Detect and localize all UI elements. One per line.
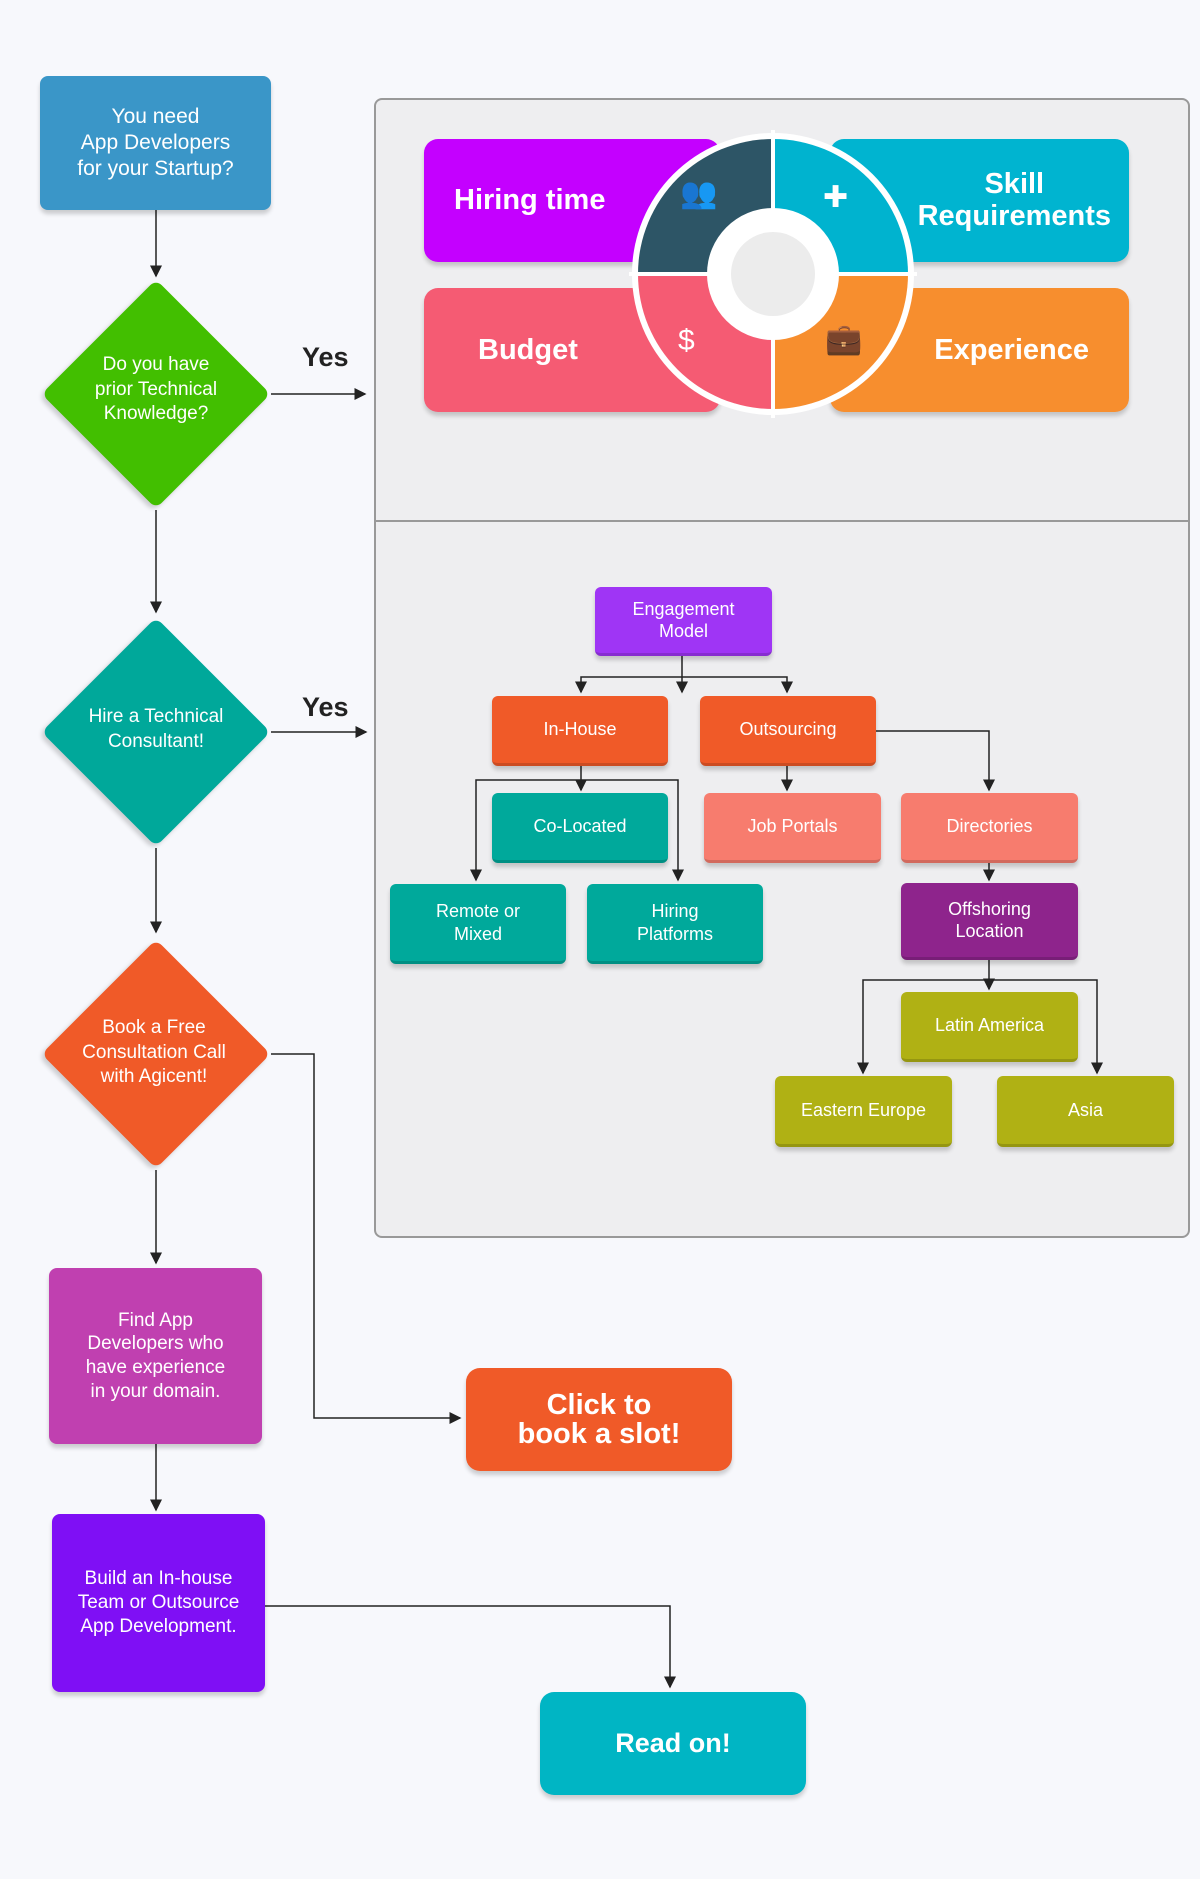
node-latin-america: Latin America <box>901 992 1078 1062</box>
node-remote-or-mixed: Remote or Mixed <box>390 884 566 964</box>
start-box: You need App Developers for your Startup… <box>40 76 271 210</box>
people-search-icon: 👥 <box>680 177 718 210</box>
puzzle-icon: ✚ <box>823 181 849 214</box>
decision-text-book: Book a Free Consultation Call with Agice… <box>82 1017 226 1088</box>
node-hiring-platforms: Hiring Platforms <box>587 884 763 964</box>
node-job-portals: Job Portals <box>704 793 881 863</box>
yes-label-1: Yes <box>302 342 349 372</box>
briefcase-clock-icon: 💼 <box>825 323 863 356</box>
node-asia: Asia <box>997 1076 1174 1147</box>
factors-donut <box>629 130 917 418</box>
decision-text-knowledge: Do you have prior Technical Knowledge? <box>94 354 218 425</box>
node-engagement-model: Engagement Model <box>595 587 772 656</box>
read-on-button[interactable]: Read on! <box>540 1692 806 1795</box>
node-outsourcing: Outsourcing <box>700 696 876 766</box>
yes-label-2: Yes <box>302 692 349 722</box>
node-in-house: In-House <box>492 696 668 766</box>
dollar-chart-icon: $ <box>678 324 695 357</box>
build-team-box: Build an In-house Team or Outsource App … <box>52 1514 265 1692</box>
node-directories: Directories <box>901 793 1078 863</box>
book-slot-button[interactable]: Click to book a slot! <box>466 1368 732 1471</box>
decision-text-consultant: Hire a Technical Consultant! <box>88 706 224 752</box>
node-offshoring-location: Offshoring Location <box>901 883 1078 960</box>
node-eastern-europe: Eastern Europe <box>775 1076 952 1147</box>
node-co-located: Co-Located <box>492 793 668 863</box>
find-developers-box: Find App Developers who have experience … <box>49 1268 262 1444</box>
